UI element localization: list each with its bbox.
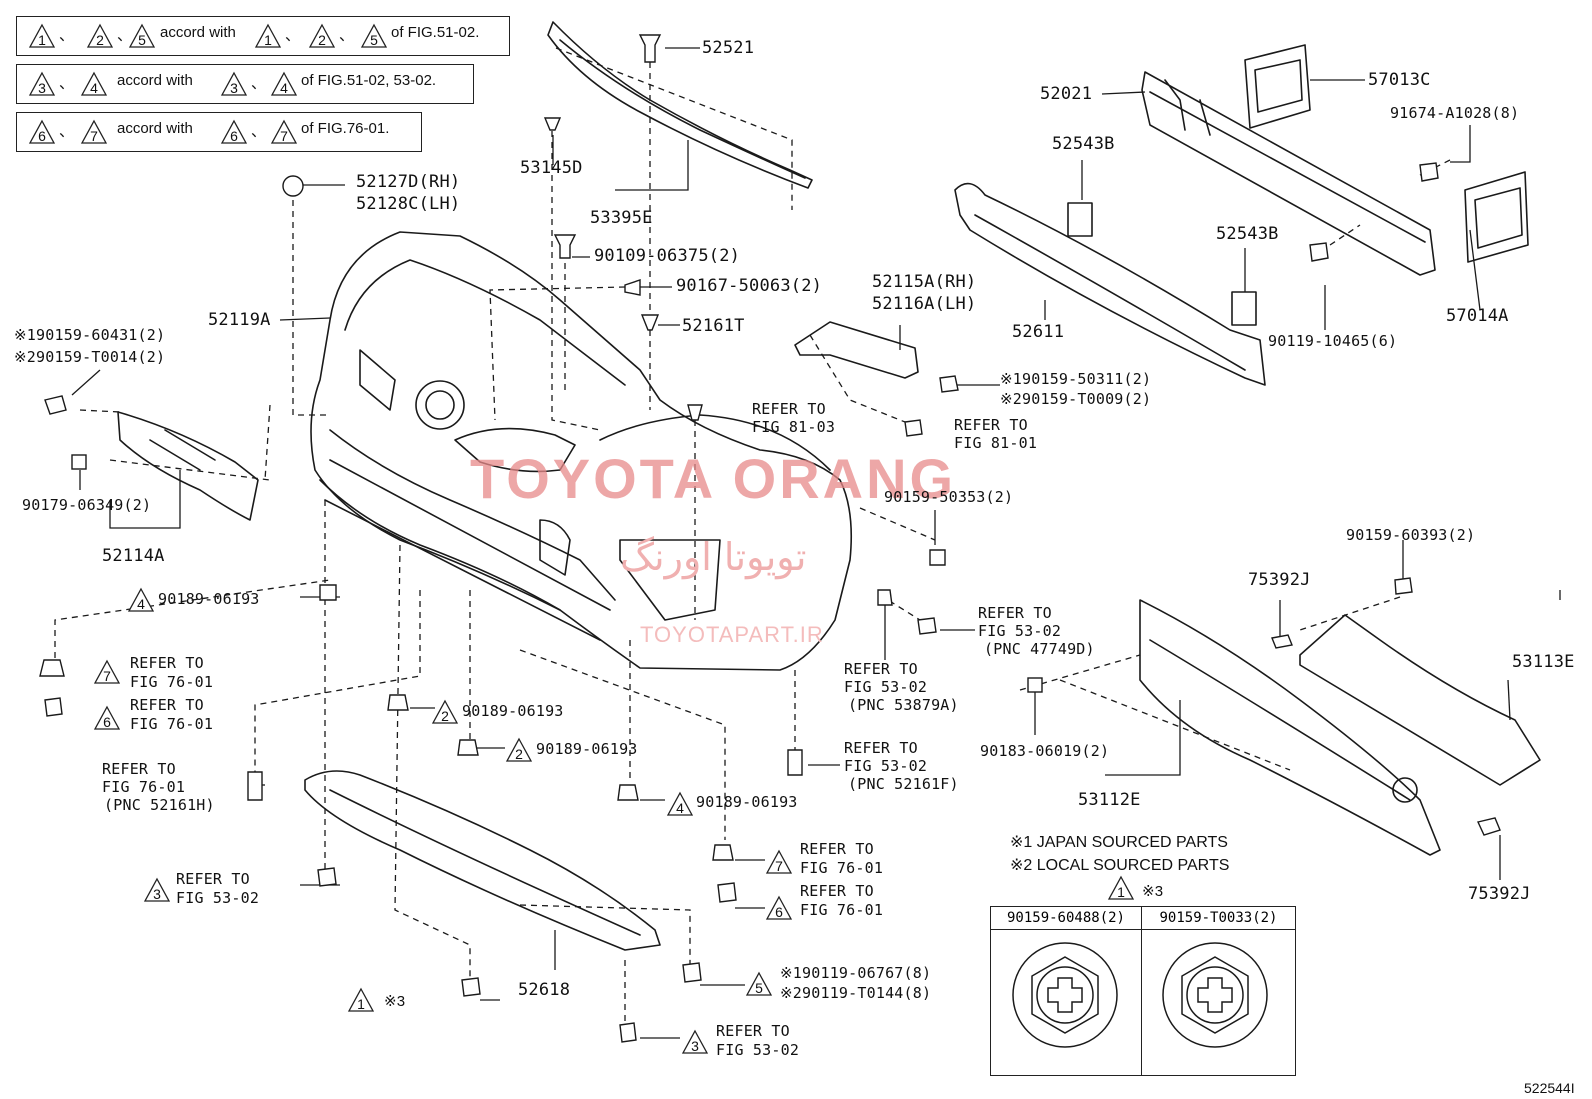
part-90109-06375[interactable]: 90109-06375(2) [594,246,741,266]
note-suffix: of FIG.51-02. [391,24,480,41]
part-52115A[interactable]: 52115A(RH) [872,272,977,292]
fig-76-01-link[interactable]: FIG 76-01 [130,673,214,691]
legend-japan: ※1 JAPAN SOURCED PARTS [1010,834,1228,851]
refer-to-label: REFER TO [102,760,176,778]
japan-mark: ※1 [780,964,802,982]
fig-81-03-link[interactable]: FIG 81-03 [752,418,836,436]
fig-81-01-link[interactable]: FIG 81-01 [954,434,1038,452]
fig-53-02-link[interactable]: FIG 53-02 [978,622,1062,640]
part-75392J-upper[interactable]: 75392J [1248,570,1311,590]
part-53145D[interactable]: 53145D [520,158,583,178]
bolt-table: 90159-60488(2) 90159-T0033(2) [990,906,1296,1076]
part-52114A[interactable]: 52114A [102,546,165,566]
pnc-47749D: (PNC 47749D) [984,640,1095,658]
fig-76-01-link[interactable]: FIG 76-01 [102,778,186,796]
part-90159-60393[interactable]: 90159-60393(2) [1346,526,1476,544]
fig-76-01-link[interactable]: FIG 76-01 [800,901,884,919]
part-53395E[interactable]: 53395E [590,208,653,228]
part-75392J-lower[interactable]: 75392J [1468,884,1531,904]
part-91674-A1028[interactable]: 91674-A1028(8) [1390,104,1520,122]
part-90119-10465[interactable]: 90119-10465(6) [1268,332,1398,350]
part-90119-06767[interactable]: 90119-06767(8) [802,964,932,982]
fig-53-02-link[interactable]: FIG 53-02 [844,678,928,696]
part-90189-06193[interactable]: 90189-06193 [158,590,260,608]
note-suffix: of FIG.76-01. [301,120,390,137]
part-52161T[interactable]: 52161T [682,316,745,336]
fig-53-02-link[interactable]: FIG 53-02 [844,757,928,775]
part-52021[interactable]: 52021 [1040,84,1093,104]
part-90159-T0014[interactable]: 90159-T0014(2) [36,348,166,366]
part-90183-06019[interactable]: 90183-06019(2) [980,742,1110,760]
note-box-2: 3 、 4 accord with 3 、 4 of FIG.51-02, 53… [16,64,474,104]
part-57014A[interactable]: 57014A [1446,306,1509,326]
part-90159-50311[interactable]: 90159-50311(2) [1022,370,1152,388]
refer-to-label: REFER TO [716,1022,790,1040]
part-90119-T0144[interactable]: 90119-T0144(8) [802,984,932,1002]
refer-to-label: REFER TO [176,870,250,888]
part-90189-06193[interactable]: 90189-06193 [462,702,564,720]
refer-to-label: REFER TO [954,416,1028,434]
part-52128C[interactable]: 52128C(LH) [356,194,461,214]
bolt-table-left-header[interactable]: 90159-60488(2) [991,907,1142,930]
pnc-52161F: (PNC 52161F) [848,775,959,793]
part-52127D[interactable]: 52127D(RH) [356,172,461,192]
part-90167-50063[interactable]: 90167-50063(2) [676,276,823,296]
local-mark: ※2 [14,348,36,366]
refer-to-label: REFER TO [800,882,874,900]
fig-76-01-link[interactable]: FIG 76-01 [800,859,884,877]
part-52116A[interactable]: 52116A(LH) [872,294,977,314]
part-52543B-upper[interactable]: 52543B [1052,134,1115,154]
note-box-3: 6 、 7 accord with 6 、 7 of FIG.76-01. [16,112,422,152]
watermark-site: TOYOTAPART.IR [640,622,824,647]
part-52611[interactable]: 52611 [1012,322,1065,342]
japan-mark: ※1 [14,326,36,344]
part-52521[interactable]: 52521 [702,38,755,58]
note-accord: accord with [160,24,236,41]
part-90159-T0009[interactable]: 90159-T0009(2) [1022,390,1152,408]
fig-53-02-link[interactable]: FIG 53-02 [176,889,260,907]
bolt-table-divider [1141,929,1142,1075]
figure-id: 522544I [1524,1080,1575,1096]
part-52618[interactable]: 52618 [518,980,571,1000]
part-52543B-lower[interactable]: 52543B [1216,224,1279,244]
note-box-1: 1 、 2 、 5 accord with 1 、 2 、 5 of FIG.5… [16,16,510,56]
part-90189-06193[interactable]: 90189-06193 [696,793,798,811]
refer-to-label: REFER TO [130,696,204,714]
note-mark-3: ※3 [384,993,406,1010]
part-53112E[interactable]: 53112E [1078,790,1141,810]
fig-76-01-link[interactable]: FIG 76-01 [130,715,214,733]
pnc-53879A: (PNC 53879A) [848,696,959,714]
refer-to-label: REFER TO [800,840,874,858]
legend-local: ※2 LOCAL SOURCED PARTS [1010,857,1230,874]
refer-to-label: REFER TO [844,739,918,757]
part-90179-06349[interactable]: 90179-06349(2) [22,496,152,514]
note-accord: accord with [117,72,193,89]
japan-mark: ※1 [1000,370,1022,388]
table-mark-3: ※3 [1142,883,1164,900]
note-accord: accord with [117,120,193,137]
part-53113E[interactable]: 53113E [1512,652,1575,672]
fig-53-02-link[interactable]: FIG 53-02 [716,1041,800,1059]
part-57013C[interactable]: 57013C [1368,70,1431,90]
refer-to-label: REFER TO [844,660,918,678]
local-mark: ※2 [780,984,802,1002]
part-90189-06193[interactable]: 90189-06193 [536,740,638,758]
watermark-brand: TOYOTA ORANG [470,447,957,510]
local-mark: ※2 [1000,390,1022,408]
part-90159-60431[interactable]: 90159-60431(2) [36,326,166,344]
part-52119A[interactable]: 52119A [208,310,271,330]
pnc-52161H: (PNC 52161H) [104,796,215,814]
watermark-farsi: تویوتا اورنگ [620,535,807,579]
bolt-table-right-header[interactable]: 90159-T0033(2) [1142,907,1295,930]
refer-to-label: REFER TO [752,400,826,418]
part-90159-50353[interactable]: 90159-50353(2) [884,488,1014,506]
refer-to-label: REFER TO [978,604,1052,622]
note-suffix: of FIG.51-02, 53-02. [301,72,437,89]
refer-to-label: REFER TO [130,654,204,672]
